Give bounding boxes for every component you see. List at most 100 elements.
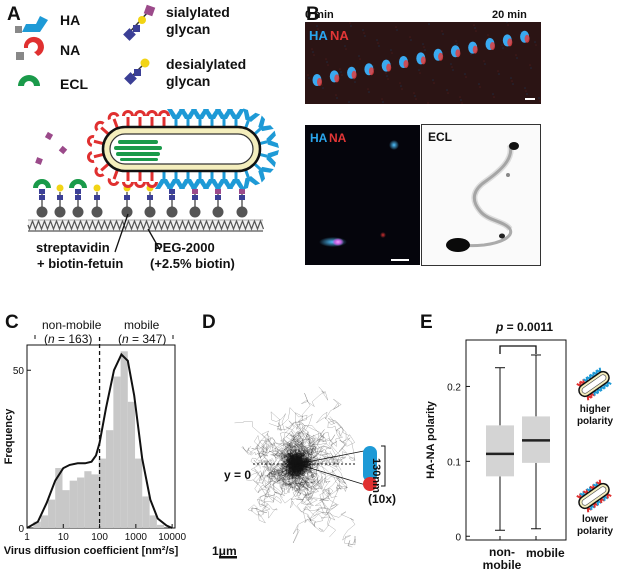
na-spike	[158, 110, 170, 127]
scale-label: 1μm	[212, 544, 237, 558]
y-tick-label: 50	[13, 366, 25, 377]
kymo-spot-na	[524, 34, 530, 43]
trajectory-plot	[219, 386, 386, 559]
histogram-bar	[77, 477, 85, 528]
ecl-label: ECL	[428, 130, 452, 144]
category-nonmobile: non-mobile	[482, 545, 522, 572]
trajectory	[245, 449, 299, 506]
caption-peg-biotin: (+2.5% biotin)	[150, 256, 235, 271]
x-tick-label: 10	[58, 532, 70, 543]
mobile-label: mobile	[124, 318, 160, 332]
x-tick-label: 100	[91, 532, 108, 543]
histogram-bar	[105, 430, 114, 528]
trajectory-core	[296, 456, 311, 465]
low-polarity-virion-icon	[576, 479, 612, 513]
kymo-spot-na	[420, 56, 426, 65]
kymo-spot-na	[490, 42, 495, 50]
histogram-bar	[127, 401, 136, 528]
caption-peg: PEG-2000	[154, 240, 215, 255]
trajectory	[296, 462, 349, 493]
x-axis-label: Virus diffusion coefficient [nm²/s]	[4, 545, 179, 557]
fluor-na-label: NA	[329, 131, 347, 145]
zoom-label: (10x)	[368, 492, 397, 506]
panel-b-label: B	[306, 4, 320, 25]
na-spike	[146, 171, 158, 188]
x-tick-label: 1	[24, 532, 30, 543]
na-spike	[122, 171, 134, 188]
x-tick-label: 1000	[125, 532, 148, 543]
y-tick-label: 0	[18, 524, 24, 535]
box-body	[486, 425, 514, 477]
nonmobile-bracket	[34, 335, 36, 339]
trajectory	[253, 434, 320, 487]
zoom-virion-na	[363, 477, 377, 491]
panel-a-label: A	[7, 4, 21, 25]
mobile-count: (n = 347)	[118, 332, 167, 346]
histogram-bar	[156, 524, 165, 528]
trajectory	[266, 457, 336, 538]
trajectory	[277, 425, 324, 472]
category-mobile: mobile	[526, 546, 565, 560]
ecl-legend-icon	[18, 75, 40, 86]
nonmobile-label: non-mobile	[42, 318, 102, 332]
trajectory-core	[292, 459, 299, 469]
caption-streptavidin: streptavidin	[36, 240, 110, 255]
trajectory	[289, 421, 317, 465]
legend-desialylated: desialylated glycan	[166, 56, 247, 89]
panel-e-label: E	[420, 312, 433, 333]
kymo-spot-na	[334, 74, 340, 83]
trajectory-core	[285, 463, 298, 474]
caption-biotin-fetuin: + biotin-fetuin	[37, 256, 124, 271]
p-value: p = 0.0011	[496, 320, 554, 334]
peg-leader	[147, 228, 161, 251]
trajectory	[262, 460, 307, 498]
histogram-bar	[113, 376, 121, 528]
kymo-spot-na	[368, 67, 374, 76]
nonmobile-count: (n = 163)	[44, 332, 93, 346]
trajectory	[296, 446, 339, 466]
y-axis-label: HA-NA polarity	[425, 400, 437, 479]
kymo-ha-label: HA	[309, 28, 328, 43]
kymo-spot-na	[386, 63, 392, 72]
kymograph-image: HA NA	[304, 21, 541, 104]
kymograph-spots	[304, 21, 541, 104]
histogram-bar	[33, 521, 41, 528]
trajectory	[284, 442, 300, 465]
histogram-bar	[135, 458, 143, 528]
high-polarity-virion-icon	[576, 367, 612, 401]
trajectory-core	[287, 459, 299, 465]
legend-ha: HA	[60, 12, 81, 28]
y0-label: y = 0	[224, 468, 252, 482]
trajectory	[296, 434, 356, 472]
trajectory	[290, 456, 339, 526]
legend-ecl: ECL	[60, 76, 88, 92]
significance-bracket	[499, 345, 537, 354]
legend-sialylated: sialylated glycan	[166, 4, 230, 37]
fluor-ha-label: HA	[310, 131, 328, 145]
na-spike	[122, 110, 134, 127]
histogram-bar	[142, 496, 150, 528]
ecl-bound-right	[69, 179, 87, 188]
y-tick-label: 0.2	[447, 382, 461, 393]
na-legend-icon	[16, 36, 44, 60]
kymo-spot-na	[403, 60, 409, 68]
histogram-bar	[98, 458, 106, 528]
trajectory	[241, 439, 314, 475]
zoom-line-top	[296, 449, 370, 465]
peg-surface	[27, 219, 265, 232]
free-sialic-1	[44, 131, 54, 141]
ecl-trail	[446, 142, 519, 252]
ha-spike	[227, 109, 245, 127]
ha-legend-icon	[15, 16, 48, 33]
panel-a-illustration	[15, 4, 279, 253]
free-sialic-3	[58, 145, 68, 155]
sialylated-glycan-icon	[123, 4, 156, 41]
na-spike	[146, 110, 158, 127]
free-sialic-2	[35, 157, 43, 165]
kymo-spot-na	[455, 49, 461, 58]
trajectory	[294, 453, 356, 548]
size-bracket	[381, 445, 386, 487]
